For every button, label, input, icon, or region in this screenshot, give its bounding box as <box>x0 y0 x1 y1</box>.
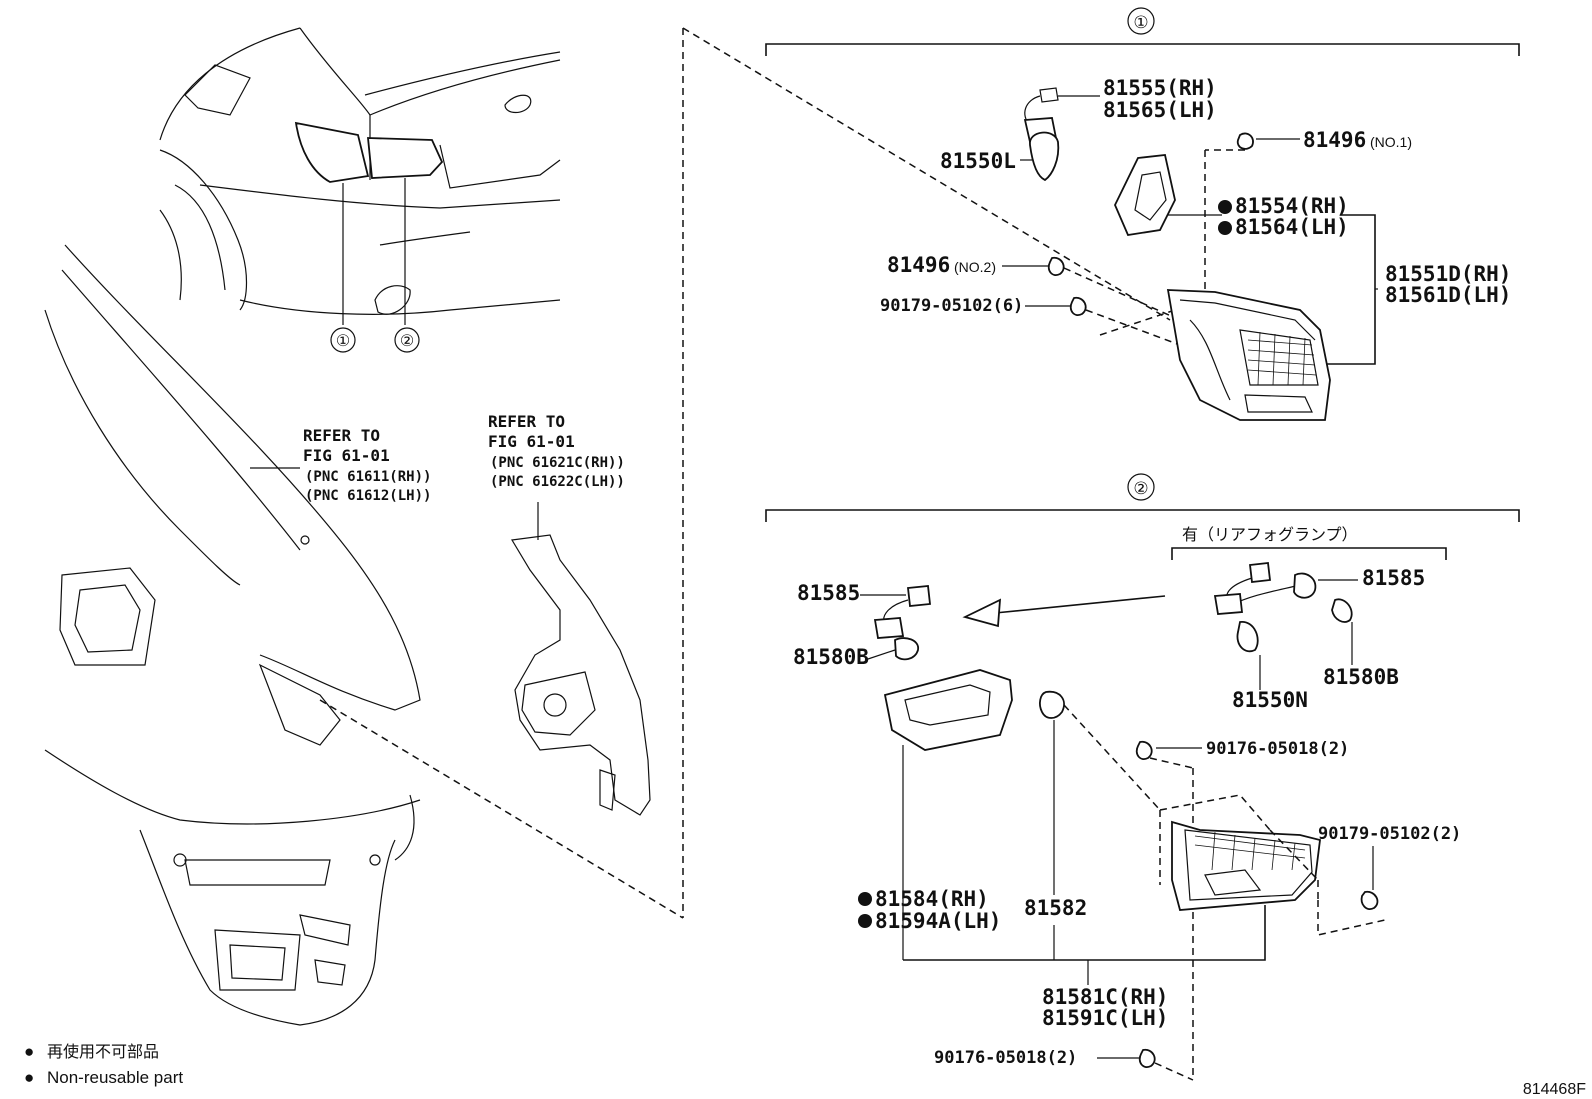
legend-en: Non-reusable part <box>47 1068 183 1087</box>
section-1-bracket <box>765 43 1520 56</box>
label-81591C: 81591C(LH) <box>1042 1006 1168 1030</box>
refer-left-text: REFER TO FIG 61-01 (PNC 61611(RH)) (PNC … <box>303 426 431 504</box>
gasket-81584 <box>883 669 1013 751</box>
nonreusable-dot-81584 <box>858 892 872 906</box>
label-81496-no2-sub: (NO.2) <box>954 259 996 275</box>
clip-81496-no2 <box>1047 256 1065 276</box>
svg-text:FIG 61-01: FIG 61-01 <box>488 432 575 451</box>
gasket-81554 <box>1114 154 1176 236</box>
callout-circle-2 <box>394 327 420 353</box>
legend: ● 再使用不可部品 ● Non-reusable part <box>24 1042 183 1087</box>
legend-bullet-jp: ● <box>24 1042 34 1061</box>
label-81580B-left: 81580B <box>793 645 869 669</box>
svg-text:FIG 61-01: FIG 61-01 <box>303 446 390 465</box>
label-81594A: 81594A(LH) <box>875 909 1001 933</box>
callout-circle-1 <box>330 327 356 353</box>
legend-bullet-en: ● <box>24 1068 34 1087</box>
clip-81496-no1 <box>1236 132 1254 150</box>
garnish-lamp-81581C <box>1159 794 1321 911</box>
svg-text:(PNC 61611(RH)): (PNC 61611(RH)) <box>305 469 431 485</box>
option-bracket <box>1171 547 1447 560</box>
label-81554: 81554(RH) <box>1235 194 1349 218</box>
label-81565: 81565(LH) <box>1103 98 1217 122</box>
section-2: ② 有（リアフォグランプ） 81585 81580B 81585 <box>765 473 1520 1081</box>
label-90179-s1: 90179-05102(6) <box>880 296 1023 316</box>
legend-jp: 再使用不可部品 <box>47 1043 159 1061</box>
label-81585-right: 81585 <box>1362 566 1425 590</box>
nut-90179-s2 <box>1360 890 1379 910</box>
svg-text:REFER TO: REFER TO <box>488 412 565 431</box>
label-81555: 81555(RH) <box>1103 76 1217 100</box>
nut-90179-s1 <box>1069 296 1087 316</box>
label-81496-no1: 81496 <box>1303 128 1366 152</box>
label-81585-left: 81585 <box>797 581 860 605</box>
svg-text:(PNC 61621C(RH)): (PNC 61621C(RH)) <box>490 455 625 471</box>
label-90179-s2: 90179-05102(2) <box>1318 824 1461 844</box>
label-90176-bottom: 90176-05018(2) <box>934 1048 1077 1068</box>
label-81582: 81582 <box>1024 896 1087 920</box>
nonreusable-dot-81554 <box>1218 200 1232 214</box>
nonreusable-dot-81594A <box>858 914 872 928</box>
socket-81585-right <box>1213 562 1353 653</box>
svg-text:REFER TO: REFER TO <box>303 426 380 445</box>
label-81584: 81584(RH) <box>875 887 989 911</box>
transfer-arrow-head <box>962 598 1002 628</box>
section-1-marker: ① <box>1133 13 1148 32</box>
label-81551D: 81551D(RH) <box>1385 262 1511 286</box>
label-81550L: 81550L <box>940 149 1016 173</box>
section-2-bracket <box>765 509 1520 522</box>
quarter-panel-illustration <box>44 244 421 1026</box>
tail-lamp-81551D <box>1166 289 1331 421</box>
figure-id: 814468F <box>1523 1081 1586 1098</box>
callout-2: ② <box>400 333 414 350</box>
label-81496-no2: 81496 <box>887 253 950 277</box>
screw-90176-bottom <box>1138 1048 1156 1068</box>
label-81581C: 81581C(RH) <box>1042 985 1168 1009</box>
car-rear-illustration: ① ② <box>159 27 561 353</box>
label-90176-top: 90176-05018(2) <box>1206 739 1349 759</box>
screw-90176-top <box>1135 740 1153 760</box>
nonreusable-dot-81564 <box>1218 221 1232 235</box>
socket-81585-left <box>873 585 931 661</box>
refer-right-text: REFER TO FIG 61-01 (PNC 61621C(RH)) (PNC… <box>488 412 625 490</box>
svg-text:(PNC 61622C(LH)): (PNC 61622C(LH)) <box>490 474 625 490</box>
section-1: ① 81555(RH) 81565(LH) 81550L 81554(RH) 8… <box>765 7 1520 421</box>
label-81580B-right: 81580B <box>1323 665 1399 689</box>
label-81564: 81564(LH) <box>1235 215 1349 239</box>
svg-text:(PNC 61612(LH)): (PNC 61612(LH)) <box>305 488 431 504</box>
label-81496-no1-sub: (NO.1) <box>1370 134 1412 150</box>
label-81561D: 81561D(LH) <box>1385 283 1511 307</box>
section-2-marker: ② <box>1133 479 1148 498</box>
callout-1: ① <box>336 333 350 350</box>
label-81550N: 81550N <box>1232 688 1308 712</box>
inner-panel-illustration <box>511 534 651 816</box>
option-label: 有（リアフォグランプ） <box>1182 526 1358 544</box>
socket-81555 <box>1023 87 1060 182</box>
transfer-arrow-line <box>994 595 1166 614</box>
grommet-81582 <box>1039 690 1065 719</box>
